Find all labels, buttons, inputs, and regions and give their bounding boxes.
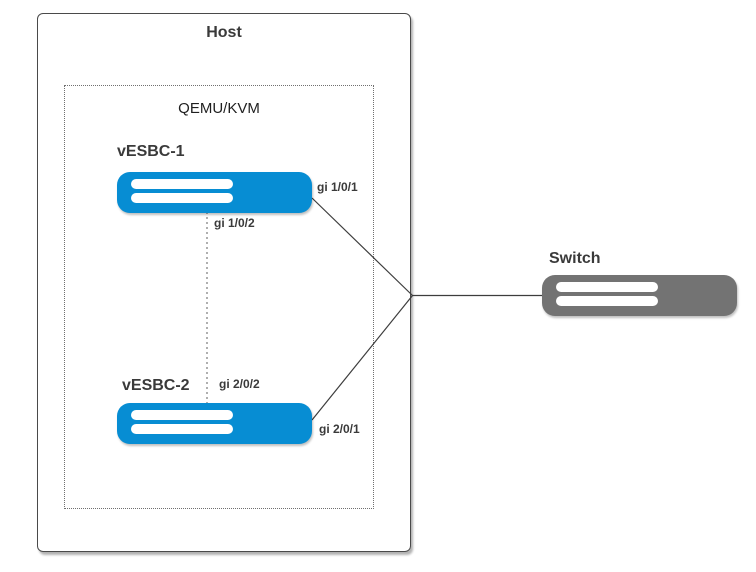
switch-label: Switch [549, 250, 601, 267]
vesbc2-label: vESBC-2 [122, 377, 190, 394]
device-slot-bar [131, 179, 233, 189]
device-slot-bar [131, 193, 233, 203]
device-slot-bar [131, 410, 233, 420]
port-label-gi-1-0-1: gi 1/0/1 [317, 180, 358, 194]
switch-device [542, 275, 737, 316]
device-slot-bar [131, 424, 233, 434]
qemu-kvm-container-box [64, 85, 374, 509]
vesbc1-device [117, 172, 312, 213]
port-label-gi-1-0-2: gi 1/0/2 [214, 216, 255, 230]
device-slot-bar [556, 296, 658, 306]
port-label-gi-2-0-1: gi 2/0/1 [319, 422, 360, 436]
port-label-gi-2-0-2: gi 2/0/2 [219, 377, 260, 391]
vesbc2-device [117, 403, 312, 444]
device-slot-bar [556, 282, 658, 292]
vesbc1-label: vESBC-1 [117, 143, 185, 160]
host-label: Host [206, 24, 242, 41]
qemu-kvm-label: QEMU/KVM [178, 100, 260, 117]
